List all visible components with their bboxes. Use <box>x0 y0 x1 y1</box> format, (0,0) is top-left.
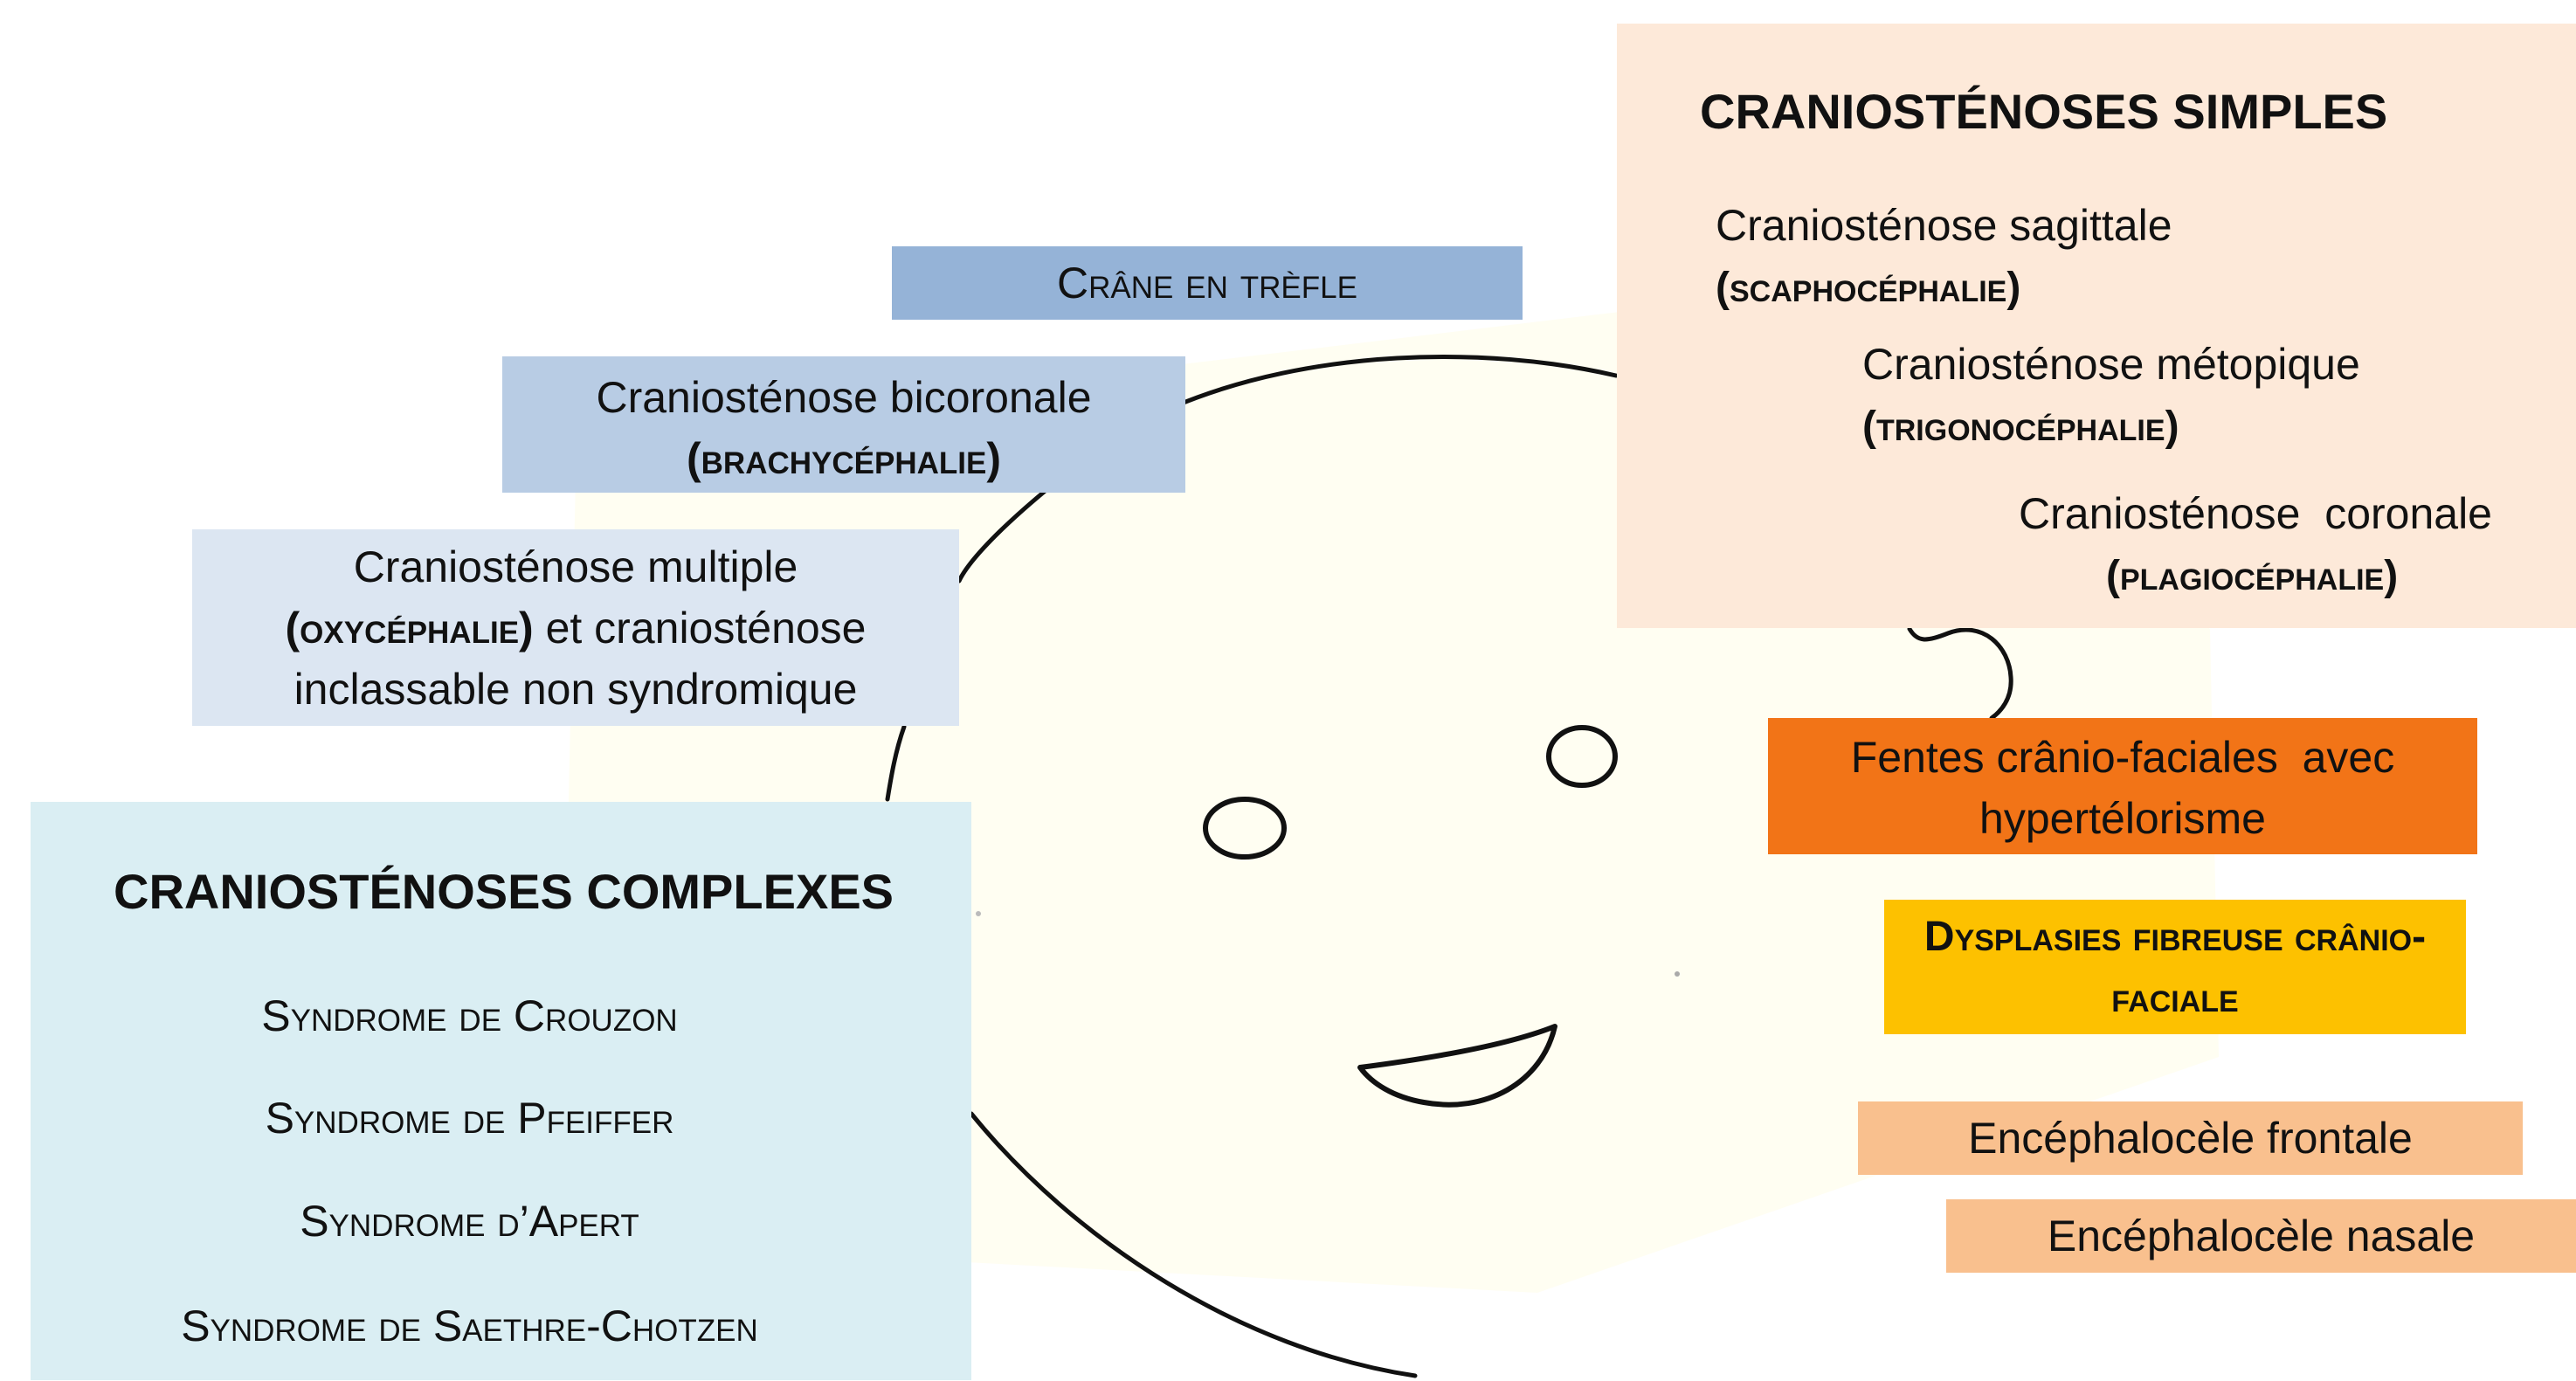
multiple-after: et craniosténose <box>533 604 867 653</box>
fentes-box: Fentes crânio-faciales avec hypertéloris… <box>1768 718 2477 854</box>
encephalocele-nasale-box: Encéphalocèle nasale <box>1946 1199 2576 1273</box>
complexes-title: CRANIOSTÉNOSES COMPLEXES <box>114 864 894 919</box>
simples-title: CRANIOSTÉNOSES SIMPLES <box>1700 84 2388 139</box>
simples-sagittale: Craniosténose sagittale <box>1716 201 2172 250</box>
dysplasies-box: Dysplasies fibreuse crânio- faciale <box>1884 900 2466 1034</box>
complexes-box: CRANIOSTÉNOSES COMPLEXES Syndrome de Cro… <box>31 802 971 1380</box>
bicoronale-term-line: (brachycéphalie) <box>502 428 1185 489</box>
head-outline-bottom <box>969 1111 1418 1378</box>
encephalocele-frontale-label: Encéphalocèle frontale <box>1968 1114 2413 1163</box>
head-outline-left <box>957 482 1055 583</box>
complexes-item-saethre-chotzen: Syndrome de Saethre-Chotzen <box>181 1302 758 1350</box>
crane-en-trefle-label: Crâne en trèfle <box>1057 259 1357 307</box>
ear-outline <box>1907 626 2013 721</box>
simples-coronale: Craniosténose coronale <box>2019 489 2492 538</box>
left-eye <box>1203 797 1287 860</box>
metopique-term: trigonocéphalie <box>1875 404 2165 450</box>
speck <box>976 911 981 916</box>
fentes-line1: Fentes crânio-faciales avec <box>1850 733 2395 782</box>
right-eye <box>1546 725 1618 788</box>
open-paren: ( <box>686 434 701 483</box>
head-outline-left-lower <box>885 724 907 802</box>
simples-metopique-term-line: (trigonocéphalie) <box>1862 404 2179 450</box>
smile <box>1357 1024 1557 1108</box>
coronale-term: plagiocéphalie <box>2119 553 2385 599</box>
multiple-term-line: (oxycéphalie) et craniosténose <box>192 597 959 659</box>
sagittale-term: scaphocéphalie <box>1729 265 2007 311</box>
complexes-item-pfeiffer: Syndrome de Pfeiffer <box>265 1094 674 1143</box>
simples-coronale-term-line: (plagiocéphalie) <box>2106 553 2399 599</box>
multiple-box: Craniosténose multiple (oxycéphalie) et … <box>192 529 959 726</box>
bicoronale-title: Craniosténose bicoronale <box>596 373 1092 422</box>
open-paren: ( <box>285 604 300 653</box>
simples-sagittale-term-line: (scaphocéphalie) <box>1716 265 2021 311</box>
fentes-line2: hypertélorisme <box>1979 794 2266 843</box>
multiple-line3: inclassable non syndromique <box>294 665 858 714</box>
multiple-title: Craniosténose multiple <box>353 542 798 591</box>
encephalocele-nasale-label: Encéphalocèle nasale <box>2047 1212 2476 1260</box>
close-paren: ) <box>986 434 1001 483</box>
head-outline <box>1172 354 1619 409</box>
complexes-item-apert: Syndrome d’Apert <box>300 1197 639 1246</box>
dysplasies-line2: faciale <box>2111 975 2239 1021</box>
encephalocele-frontale-box: Encéphalocèle frontale <box>1858 1101 2523 1175</box>
bicoronale-term: brachycéphalie <box>701 434 987 483</box>
speck <box>1675 971 1680 977</box>
simples-box: CRANIOSTÉNOSES SIMPLES Craniosténose sag… <box>1617 24 2576 628</box>
crane-en-trefle-box: Crâne en trèfle <box>892 246 1523 320</box>
bicoronale-box: Craniosténose bicoronale (brachycéphalie… <box>502 356 1185 493</box>
simples-metopique: Craniosténose métopique <box>1862 340 2360 389</box>
multiple-term: oxycéphalie <box>300 604 520 653</box>
complexes-item-crouzon: Syndrome de Crouzon <box>261 991 678 1040</box>
close-paren: ) <box>519 604 534 653</box>
dysplasies-line1: Dysplasies fibreuse crânio- <box>1923 914 2427 960</box>
